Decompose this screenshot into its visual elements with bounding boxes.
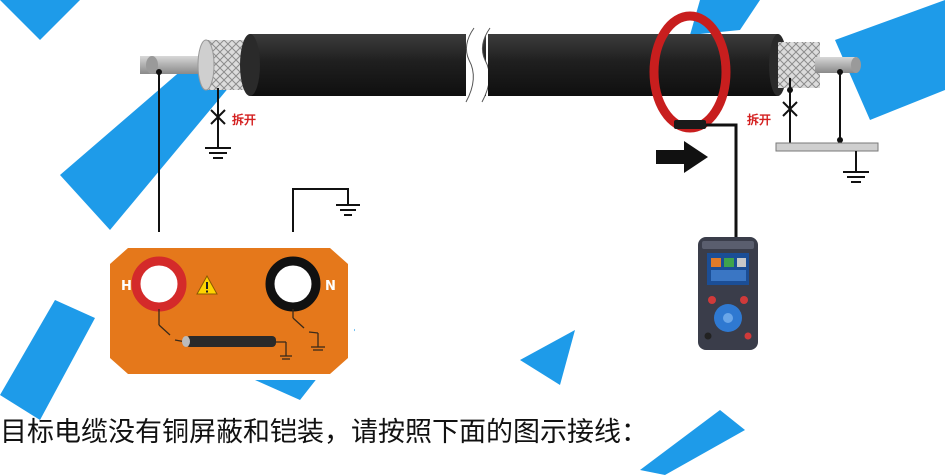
ground-bar: [775, 142, 879, 152]
disconnect-label-right: 拆开: [747, 112, 771, 127]
arrow-right-icon: [656, 141, 708, 173]
terminal-h-label: H: [121, 279, 132, 294]
clamp-lead: [706, 123, 738, 240]
ground-icon: [205, 147, 231, 159]
test-device: H N: [104, 232, 354, 380]
current-clamp: [649, 11, 731, 133]
disconnect-label-left: 拆开: [232, 112, 256, 127]
cable-shield-right: [778, 42, 820, 88]
instruction-caption: 目标电缆没有铜屏蔽和铠装，请按照下面的图示接线：: [0, 417, 648, 448]
terminal-n-label: N: [325, 279, 336, 294]
cable-jacket-left: [250, 34, 486, 96]
cable-break: [466, 28, 490, 102]
internal-schematic: [158, 309, 325, 360]
cable-core-right: [815, 57, 857, 73]
warning-icon: [196, 274, 218, 295]
ground-icon: [336, 204, 360, 216]
internal-cable: [186, 336, 276, 347]
handheld-meter: [698, 237, 758, 350]
terminal-n: [265, 256, 321, 312]
cable-jacket-right: [488, 34, 778, 96]
terminal-h: [131, 256, 187, 312]
ground-icon: [843, 171, 869, 183]
cable: [140, 27, 861, 103]
n-lead: [292, 188, 349, 262]
